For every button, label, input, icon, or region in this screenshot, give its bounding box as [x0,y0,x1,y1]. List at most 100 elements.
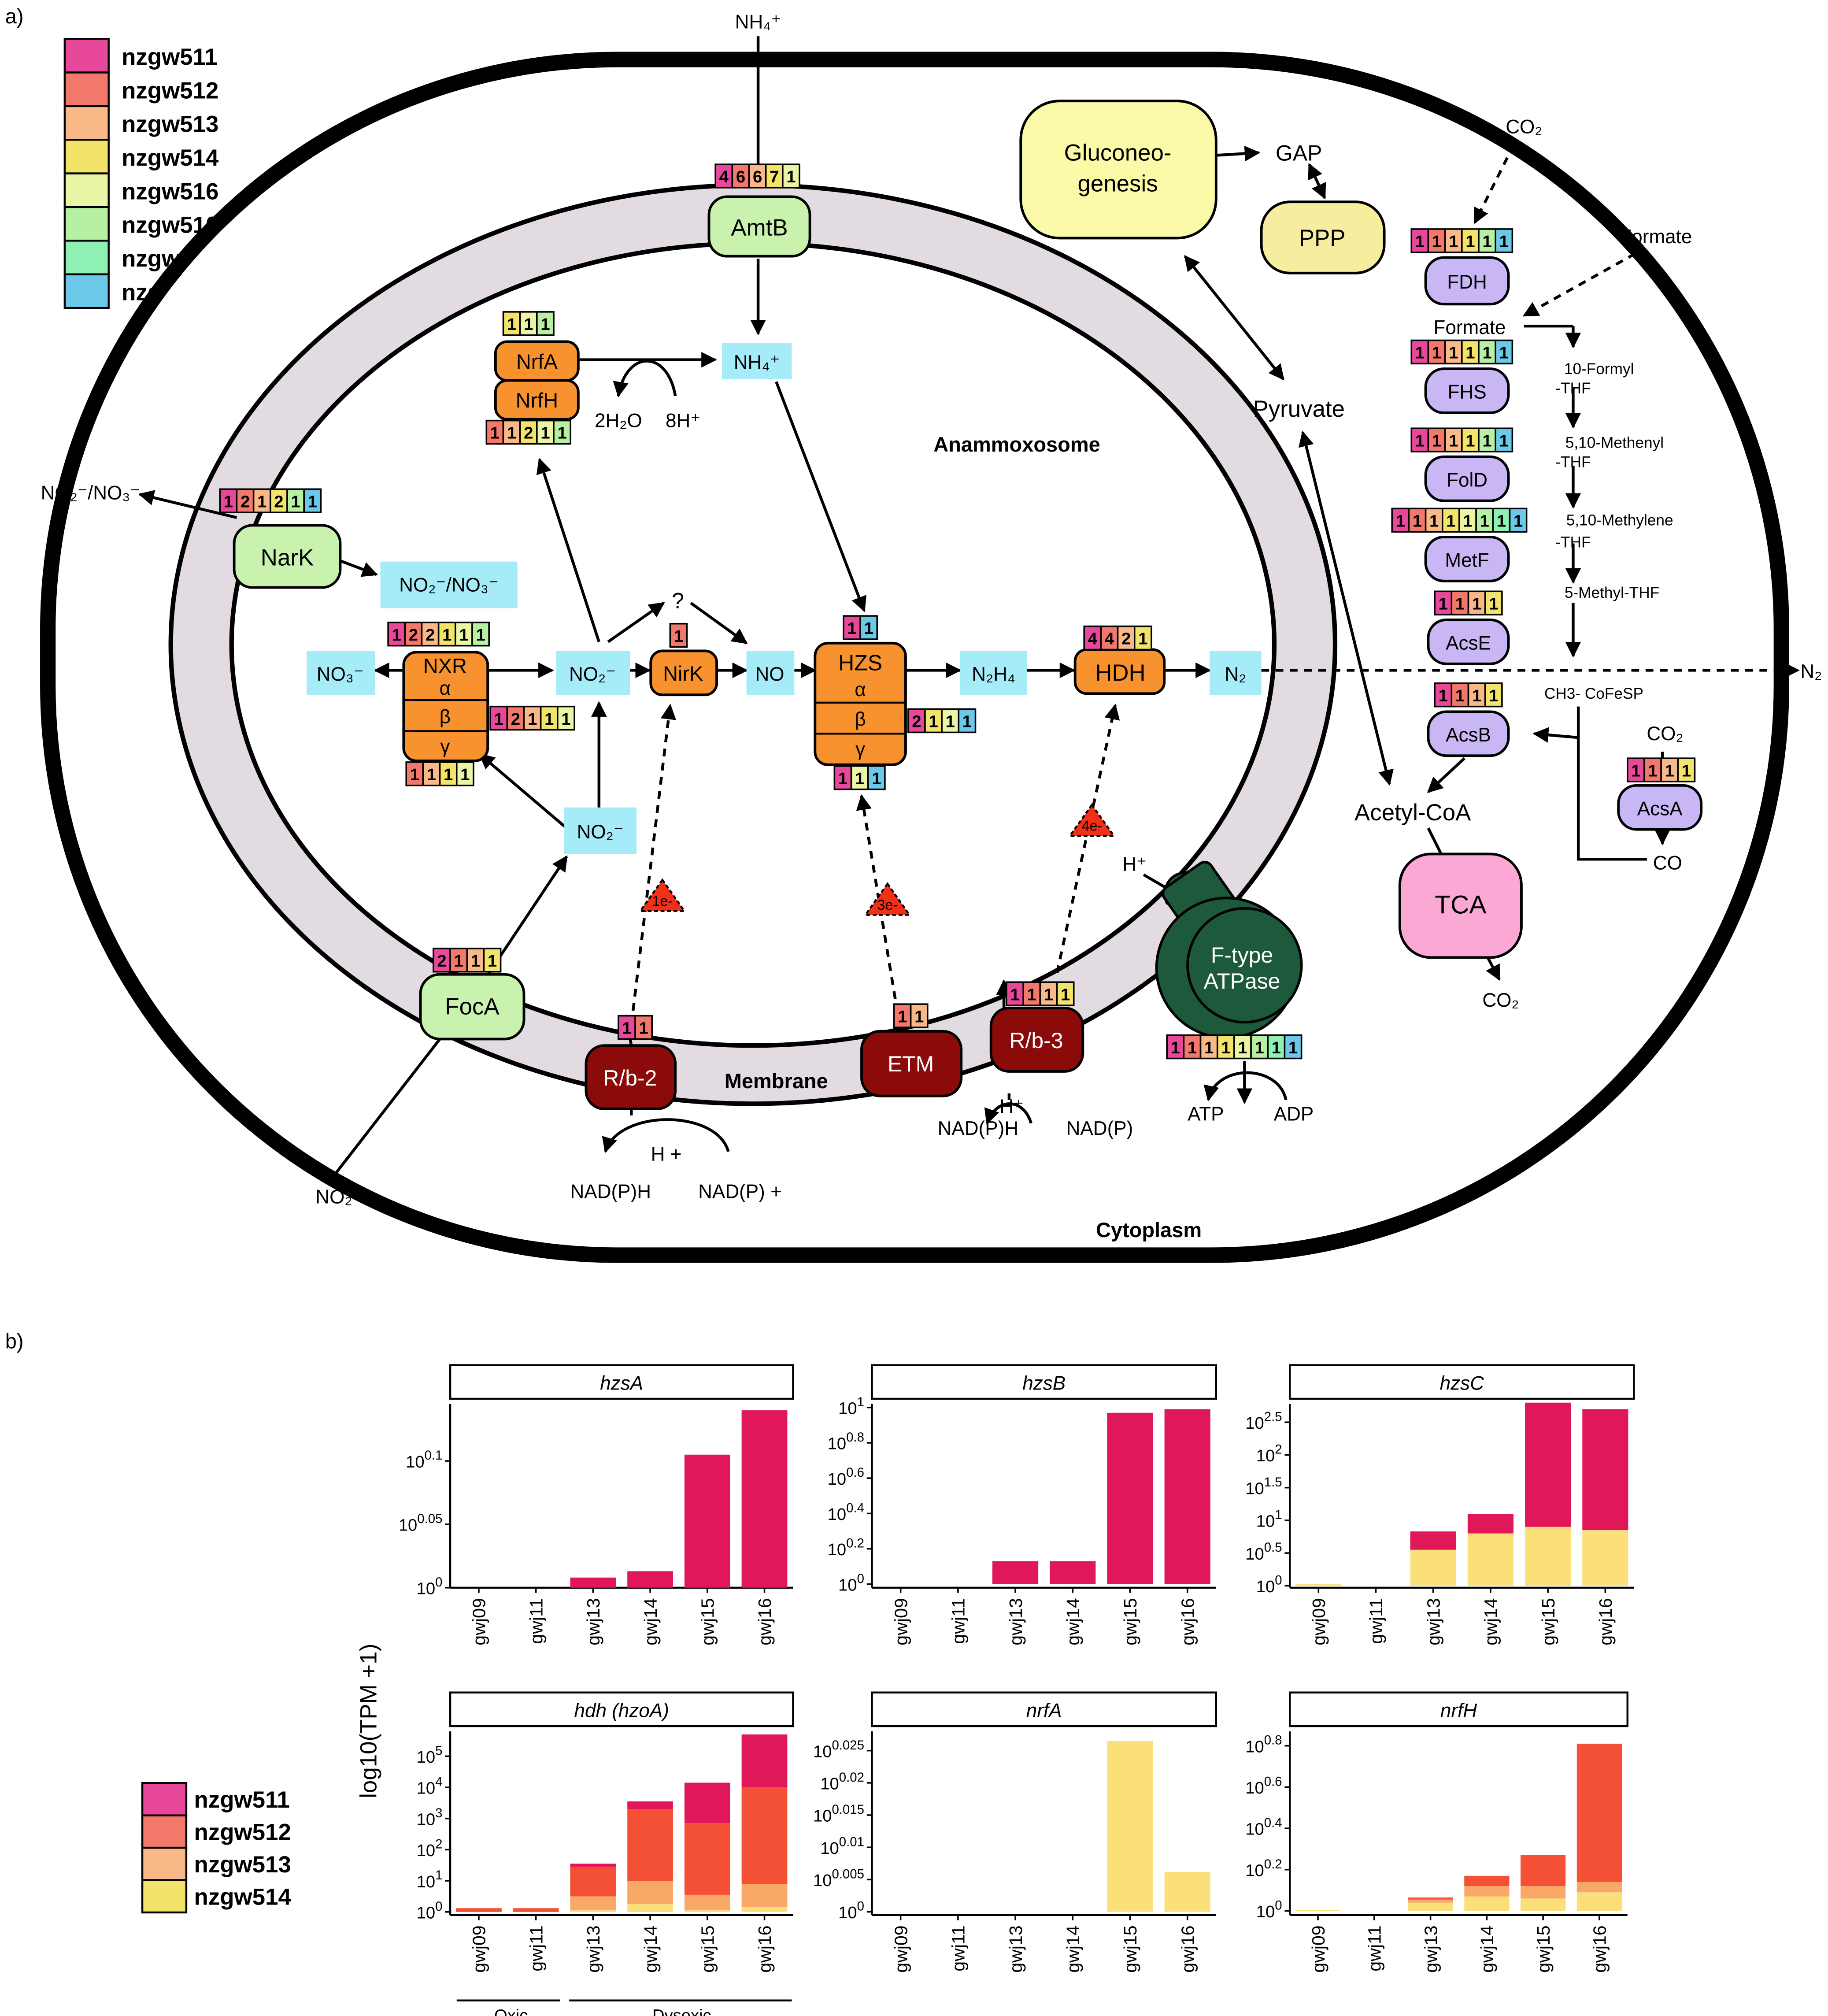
fhs-enzyme: FHS [1424,367,1510,414]
x-tick-label: gwj13 [1423,1598,1443,1645]
legend-swatch [141,1879,188,1914]
x-tick-label: gwj13 [1006,1925,1026,1972]
count-cell [1677,757,1696,782]
svg-text:NrfA: NrfA [516,350,558,373]
svg-text:NO₂⁻: NO₂⁻ [577,821,624,843]
count-cell [471,622,490,647]
count-cell [765,163,784,189]
count-cell [421,622,440,647]
svg-text:genesis: genesis [1077,171,1158,197]
bar-nzgw513-gwj13 [1408,1899,1453,1903]
facet-strip [871,1691,1217,1727]
svg-text:AcsB: AcsB [1446,724,1491,746]
nrfh-protein: NrfH [494,379,580,421]
count-cell [553,419,571,445]
count-cell [1495,339,1513,365]
count-value: 1 [929,712,938,731]
anammoxosome-label: Anammoxosome [933,433,1100,456]
count-value: 1 [488,952,497,971]
count-value: 2 [912,712,921,731]
count-cell [1627,757,1645,782]
bar-nzgw512-gwj16 [1576,1743,1622,1882]
svg-text:F-type: F-type [1211,943,1273,967]
count-value: 1 [1499,431,1509,450]
count-cell [907,708,926,734]
count-value: 1 [1204,1038,1214,1057]
count-value: 1 [1238,1038,1247,1057]
svg-text:NarK: NarK [261,545,314,571]
count-value: 1 [540,424,550,443]
y-tick-label: 100.6 [1245,1774,1282,1797]
bar-nzgw511-gwj16 [741,1410,788,1588]
svg-text:CO₂: CO₂ [1506,116,1542,138]
count-cell [485,419,504,445]
x-tick-label: gwj16 [1595,1598,1616,1645]
atpase-protein: F-type ATPase [1155,860,1303,1039]
count-value: 1 [1465,232,1475,251]
count-cell [1484,590,1503,615]
svg-text:Formate: Formate [1433,317,1506,338]
x-tick-label: gwj16 [1590,1925,1610,1972]
bar-nzgw514-gwj16 [1582,1530,1628,1586]
count-value: 1 [1138,630,1147,649]
y-tick-label: 101.5 [1245,1475,1282,1498]
count-value: 1 [838,769,847,788]
x-tick-label: gwj13 [1006,1598,1026,1645]
count-value: 6 [753,167,762,186]
count-cell [519,419,538,445]
y-tick-label: 100.005 [813,1867,864,1890]
facet-strip [1288,1691,1628,1727]
count-value: 1 [1482,431,1491,450]
chart-nrfa: nrfA100100.005100.01100.015100.02100.025… [813,1691,1217,1973]
tca-box: TCA [1398,852,1523,959]
bar-nzgw514-gwj15 [1521,1898,1566,1911]
bar-nzgw511-gwj13 [570,1577,616,1588]
svg-text:NO₂⁻: NO₂⁻ [569,663,616,685]
y-tick-label: 101 [417,1868,443,1891]
count-cell [867,765,886,790]
count-cell [1461,339,1480,365]
legend-swatch [141,1782,188,1816]
count-cell [714,163,733,189]
bar-nzgw513-gwj15 [684,1894,730,1911]
legend-swatch [63,37,110,74]
oxic-label: Oxic [494,2006,528,2016]
count-value: 2 [241,492,250,511]
x-tick-label: gwj11 [1365,1925,1385,1971]
cytoplasm-label: Cytoplasm [1096,1218,1202,1241]
facet-title: nrfA [1026,1700,1062,1721]
svg-text:CO₂: CO₂ [1482,989,1519,1011]
bar-nzgw514-gwj15 [684,1910,730,1912]
svg-text:TCA: TCA [1435,891,1487,919]
count-value: 1 [1439,686,1448,705]
svg-text:8H⁺: 8H⁺ [666,410,701,431]
pathway-arrows [138,36,1670,1178]
bar-nzgw513-gwj13 [570,1896,616,1911]
count-value: 1 [1472,594,1481,613]
count-value: 2 [1121,630,1131,649]
count-value: 1 [1432,232,1441,251]
count-strip-nirk: 1 [669,623,688,648]
count-cell [1284,1034,1303,1060]
count-cell [924,708,943,734]
count-cell [618,1015,636,1040]
count-value: 1 [544,710,554,729]
count-value: 1 [459,626,468,645]
svg-text:H⁺: H⁺ [999,1096,1024,1117]
bar-nzgw514-gwj15 [1525,1527,1571,1586]
count-value: 1 [507,424,516,443]
bar-nzgw514-gwj14 [1464,1896,1510,1911]
x-tick-label: gwj15 [1533,1925,1554,1972]
